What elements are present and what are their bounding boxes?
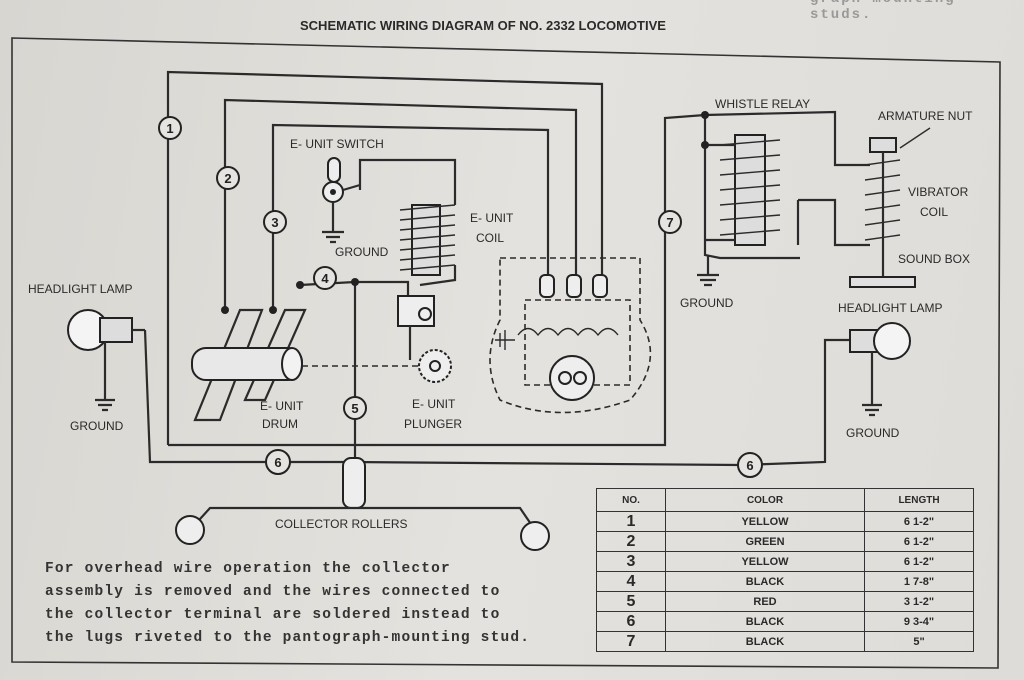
svg-text:6: 6 xyxy=(746,458,753,473)
cell-color: BLACK xyxy=(665,611,865,632)
headlight-lamp-right xyxy=(849,322,911,417)
cell-length: 9 3-4" xyxy=(864,611,974,632)
vibrator-coil-label-1: VIBRATOR xyxy=(908,185,969,199)
wire-marker-1: 1 xyxy=(158,116,182,140)
overhead-wire-note: For overhead wire operation the collecto… xyxy=(45,558,565,650)
svg-text:5: 5 xyxy=(351,401,358,416)
wire-marker-3: 3 xyxy=(263,210,287,234)
e-unit-coil-label-2: COIL xyxy=(476,231,504,245)
cell-length: 1 7-8" xyxy=(864,571,974,592)
wire-2 xyxy=(223,98,578,310)
cell-length: 6 1-2" xyxy=(864,511,974,532)
note-line: the lugs riveted to the pantograph-mount… xyxy=(45,630,531,646)
whistle-relay xyxy=(697,110,870,287)
cell-color: GREEN xyxy=(665,531,865,552)
wire-marker-4: 4 xyxy=(313,266,337,290)
svg-text:7: 7 xyxy=(666,215,673,230)
header-color: COLOR xyxy=(665,488,865,512)
e-unit-drum-label-1: E- UNIT xyxy=(260,399,304,413)
junction-dot xyxy=(221,306,229,314)
ground-center-label: GROUND xyxy=(335,245,389,259)
armature-nut-label: ARMATURE NUT xyxy=(878,109,973,123)
svg-text:3: 3 xyxy=(271,215,278,230)
cell-color: BLACK xyxy=(665,571,865,592)
headlight-lamp-left xyxy=(67,309,145,412)
e-unit-motor-assembly xyxy=(489,257,652,414)
e-unit-coil-label-1: E- UNIT xyxy=(470,211,514,225)
svg-text:4: 4 xyxy=(321,271,329,286)
e-unit-switch xyxy=(322,157,361,244)
e-unit-switch-wire xyxy=(358,158,457,205)
cell-no: 7 xyxy=(596,631,666,652)
cell-no: 5 xyxy=(596,591,666,612)
svg-text:2: 2 xyxy=(224,171,231,186)
cell-length: 6 1-2" xyxy=(864,551,974,572)
headlight-left-label: HEADLIGHT LAMP xyxy=(28,282,132,296)
cell-color: YELLOW xyxy=(665,551,865,572)
cell-no: 3 xyxy=(596,551,666,572)
frame-border xyxy=(11,37,1001,669)
header-no: NO. xyxy=(596,488,666,512)
wire-marker-2: 2 xyxy=(216,166,240,190)
collector-rollers xyxy=(175,457,550,551)
wire-marker-6-right: 6 xyxy=(737,452,763,478)
e-unit-plunger-label-1: E- UNIT xyxy=(412,397,456,411)
e-unit-drum xyxy=(191,308,420,422)
e-unit-drum-label-2: DRUM xyxy=(262,417,298,431)
note-line: the collector terminal are soldered inst… xyxy=(45,607,501,623)
coil-to-plunger-wire xyxy=(419,265,457,287)
junction-dot xyxy=(269,306,277,314)
junction-dot xyxy=(296,281,304,289)
top-cut-text: graph mounting studs. xyxy=(810,0,954,23)
cell-length: 6 1-2" xyxy=(864,531,974,552)
cell-length: 3 1-2" xyxy=(864,591,974,612)
ground-left-label: GROUND xyxy=(70,419,124,433)
note-line: assembly is removed and the wires connec… xyxy=(45,584,501,600)
diagram-title: SCHEMATIC WIRING DIAGRAM OF NO. 2332 LOC… xyxy=(300,18,666,33)
headlight-right-label: HEADLIGHT LAMP xyxy=(838,301,942,315)
whistle-relay-label: WHISTLE RELAY xyxy=(715,97,810,111)
vibrator-coil xyxy=(849,127,931,288)
wire-marker-7: 7 xyxy=(658,210,682,234)
wire-table-header: NO. COLOR LENGTH xyxy=(596,488,974,512)
e-unit-switch-label: E- UNIT SWITCH xyxy=(290,137,384,151)
ground-relay-label: GROUND xyxy=(680,296,734,310)
cell-no: 2 xyxy=(596,531,666,552)
cell-color: YELLOW xyxy=(665,511,865,532)
cell-no: 6 xyxy=(596,611,666,632)
wire-marker-6-left: 6 xyxy=(265,449,291,475)
wire-marker-5: 5 xyxy=(343,396,367,420)
sound-box-label: SOUND BOX xyxy=(898,252,970,266)
cell-no: 4 xyxy=(596,571,666,592)
wire-1 xyxy=(166,70,604,445)
note-line: For overhead wire operation the collecto… xyxy=(45,561,451,577)
header-length: LENGTH xyxy=(864,488,974,512)
e-unit-plunger-label-2: PLUNGER xyxy=(404,417,462,431)
wire-1-return xyxy=(168,113,706,447)
e-unit-plunger xyxy=(397,295,452,383)
junction-dot xyxy=(351,278,359,286)
cell-length: 5" xyxy=(864,631,974,652)
cell-no: 1 xyxy=(596,511,666,532)
cell-color: RED xyxy=(665,591,865,612)
vibrator-coil-label-2: COIL xyxy=(920,205,948,219)
svg-text:1: 1 xyxy=(166,121,173,136)
e-unit-coil xyxy=(399,204,456,276)
collector-rollers-label: COLLECTOR ROLLERS xyxy=(275,517,408,531)
svg-text:6: 6 xyxy=(274,455,281,470)
cell-color: BLACK xyxy=(665,631,865,652)
ground-right-label: GROUND xyxy=(846,426,900,440)
